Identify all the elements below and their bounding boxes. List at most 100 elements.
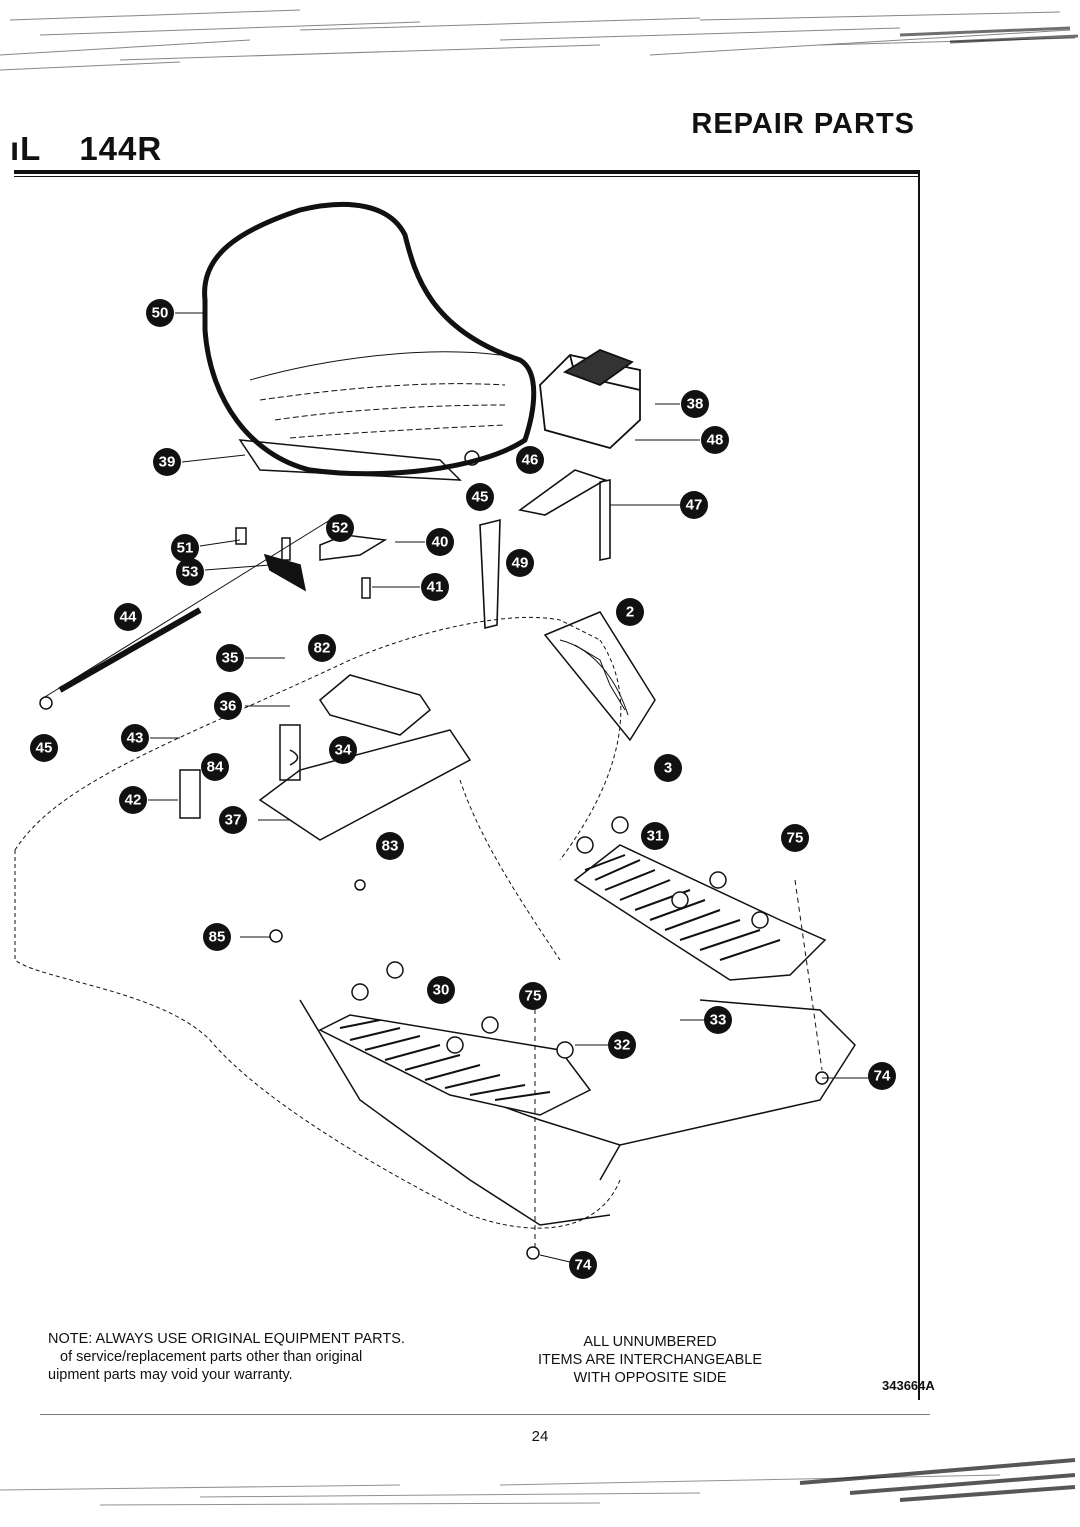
callout-48: 48 <box>701 426 729 454</box>
model-title-fragment: ıL <box>10 130 42 167</box>
callout-50: 50 <box>146 299 174 327</box>
svg-text:30: 30 <box>433 982 450 999</box>
svg-text:39: 39 <box>159 454 176 471</box>
svg-text:51: 51 <box>177 540 194 557</box>
svg-text:33: 33 <box>710 1012 727 1029</box>
page-number: 24 <box>531 1428 549 1445</box>
callout-37: 37 <box>219 806 247 834</box>
svg-text:49: 49 <box>512 555 529 572</box>
svg-text:50: 50 <box>152 305 169 322</box>
callout-31: 31 <box>641 822 669 850</box>
svg-text:32: 32 <box>614 1037 631 1054</box>
callout-2: 2 <box>616 598 644 626</box>
tractor-deck-outline <box>299 999 856 1226</box>
svg-text:44: 44 <box>120 609 137 626</box>
section-heading: REPAIR PARTS <box>691 108 915 140</box>
svg-text:41: 41 <box>427 579 444 596</box>
svg-text:45: 45 <box>36 740 53 757</box>
callout-74: 74 <box>868 1062 896 1090</box>
callout-30: 30 <box>427 976 455 1004</box>
callout-41: 41 <box>421 573 449 601</box>
note-line-2: of service/replacement parts other than … <box>60 1349 363 1365</box>
svg-text:43: 43 <box>127 730 144 747</box>
callout-82: 82 <box>308 634 336 662</box>
interchange-line-1: ALL UNNUMBERED <box>583 1334 717 1350</box>
callout-46: 46 <box>516 446 544 474</box>
seat-brackets <box>479 469 611 630</box>
svg-text:74: 74 <box>575 1257 592 1274</box>
svg-text:85: 85 <box>209 929 226 946</box>
callout-84: 84 <box>201 753 229 781</box>
svg-text:40: 40 <box>432 534 449 551</box>
svg-text:3: 3 <box>664 760 672 777</box>
header-rule-thick <box>14 170 920 174</box>
callout-47: 47 <box>680 491 708 519</box>
callout-39: 39 <box>153 448 181 476</box>
seat-plate-assembly <box>179 674 472 841</box>
callout-40: 40 <box>426 528 454 556</box>
svg-text:74: 74 <box>874 1068 891 1085</box>
callout-45-b: 45 <box>30 734 58 762</box>
callout-42: 42 <box>119 786 147 814</box>
interchange-line-2: ITEMS ARE INTERCHANGEABLE <box>538 1352 762 1368</box>
note-line-1: NOTE: ALWAYS USE ORIGINAL EQUIPMENT PART… <box>48 1331 405 1347</box>
svg-text:37: 37 <box>225 812 242 829</box>
warranty-note: NOTE: ALWAYS USE ORIGINAL EQUIPMENT PART… <box>48 1330 468 1384</box>
svg-text:75: 75 <box>787 830 804 847</box>
callout-83: 83 <box>376 832 404 860</box>
callout-85: 85 <box>203 923 231 951</box>
svg-text:53: 53 <box>182 564 199 581</box>
svg-text:36: 36 <box>220 698 237 715</box>
callout-markers: 50 38 48 39 46 45 47 52 40 51 49 53 41 4… <box>30 299 896 1279</box>
diagram-number: 343664A <box>882 1378 935 1393</box>
callout-32: 32 <box>608 1031 636 1059</box>
callout-51: 51 <box>171 534 199 562</box>
svg-text:52: 52 <box>332 520 349 537</box>
svg-text:38: 38 <box>687 396 704 413</box>
svg-text:48: 48 <box>707 432 724 449</box>
svg-text:46: 46 <box>522 452 539 469</box>
interchange-line-3: WITH OPPOSITE SIDE <box>573 1370 727 1386</box>
callout-43: 43 <box>121 724 149 752</box>
callout-33: 33 <box>704 1006 732 1034</box>
svg-text:31: 31 <box>647 828 664 845</box>
callout-36: 36 <box>214 692 242 720</box>
callout-3: 3 <box>654 754 682 782</box>
callout-38: 38 <box>681 390 709 418</box>
svg-text:35: 35 <box>222 650 239 667</box>
svg-text:34: 34 <box>335 742 352 759</box>
callout-44: 44 <box>114 603 142 631</box>
callout-34: 34 <box>329 736 357 764</box>
callout-75-b: 75 <box>519 982 547 1010</box>
svg-text:84: 84 <box>207 759 224 776</box>
scan-noise-top <box>0 9 1079 71</box>
callout-74-b: 74 <box>569 1251 597 1279</box>
scan-noise-bottom <box>0 1458 1076 1506</box>
header-rule-thin <box>14 176 920 177</box>
callout-49: 49 <box>506 549 534 577</box>
callout-75: 75 <box>781 824 809 852</box>
svg-text:75: 75 <box>525 988 542 1005</box>
svg-text:83: 83 <box>382 838 399 855</box>
svg-text:42: 42 <box>125 792 142 809</box>
svg-text:2: 2 <box>626 604 634 621</box>
interchangeable-note: ALL UNNUMBERED ITEMS ARE INTERCHANGEABLE… <box>505 1333 795 1387</box>
callout-52: 52 <box>326 514 354 542</box>
left-footrest <box>318 1014 592 1116</box>
right-footrest <box>573 844 827 981</box>
svg-text:45: 45 <box>472 489 489 506</box>
frame-right-border <box>918 172 920 1400</box>
callout-53: 53 <box>176 558 204 586</box>
fasteners <box>269 816 829 1260</box>
seat-switch-box <box>539 349 641 450</box>
svg-text:82: 82 <box>314 640 331 657</box>
note-line-3: uipment parts may void your warranty. <box>48 1367 293 1383</box>
callout-35: 35 <box>216 644 244 672</box>
fender-panel <box>543 611 656 742</box>
svg-text:47: 47 <box>686 497 703 514</box>
callout-45: 45 <box>466 483 494 511</box>
tractor-body-outline <box>14 616 622 1229</box>
seat-hardware <box>39 450 480 710</box>
